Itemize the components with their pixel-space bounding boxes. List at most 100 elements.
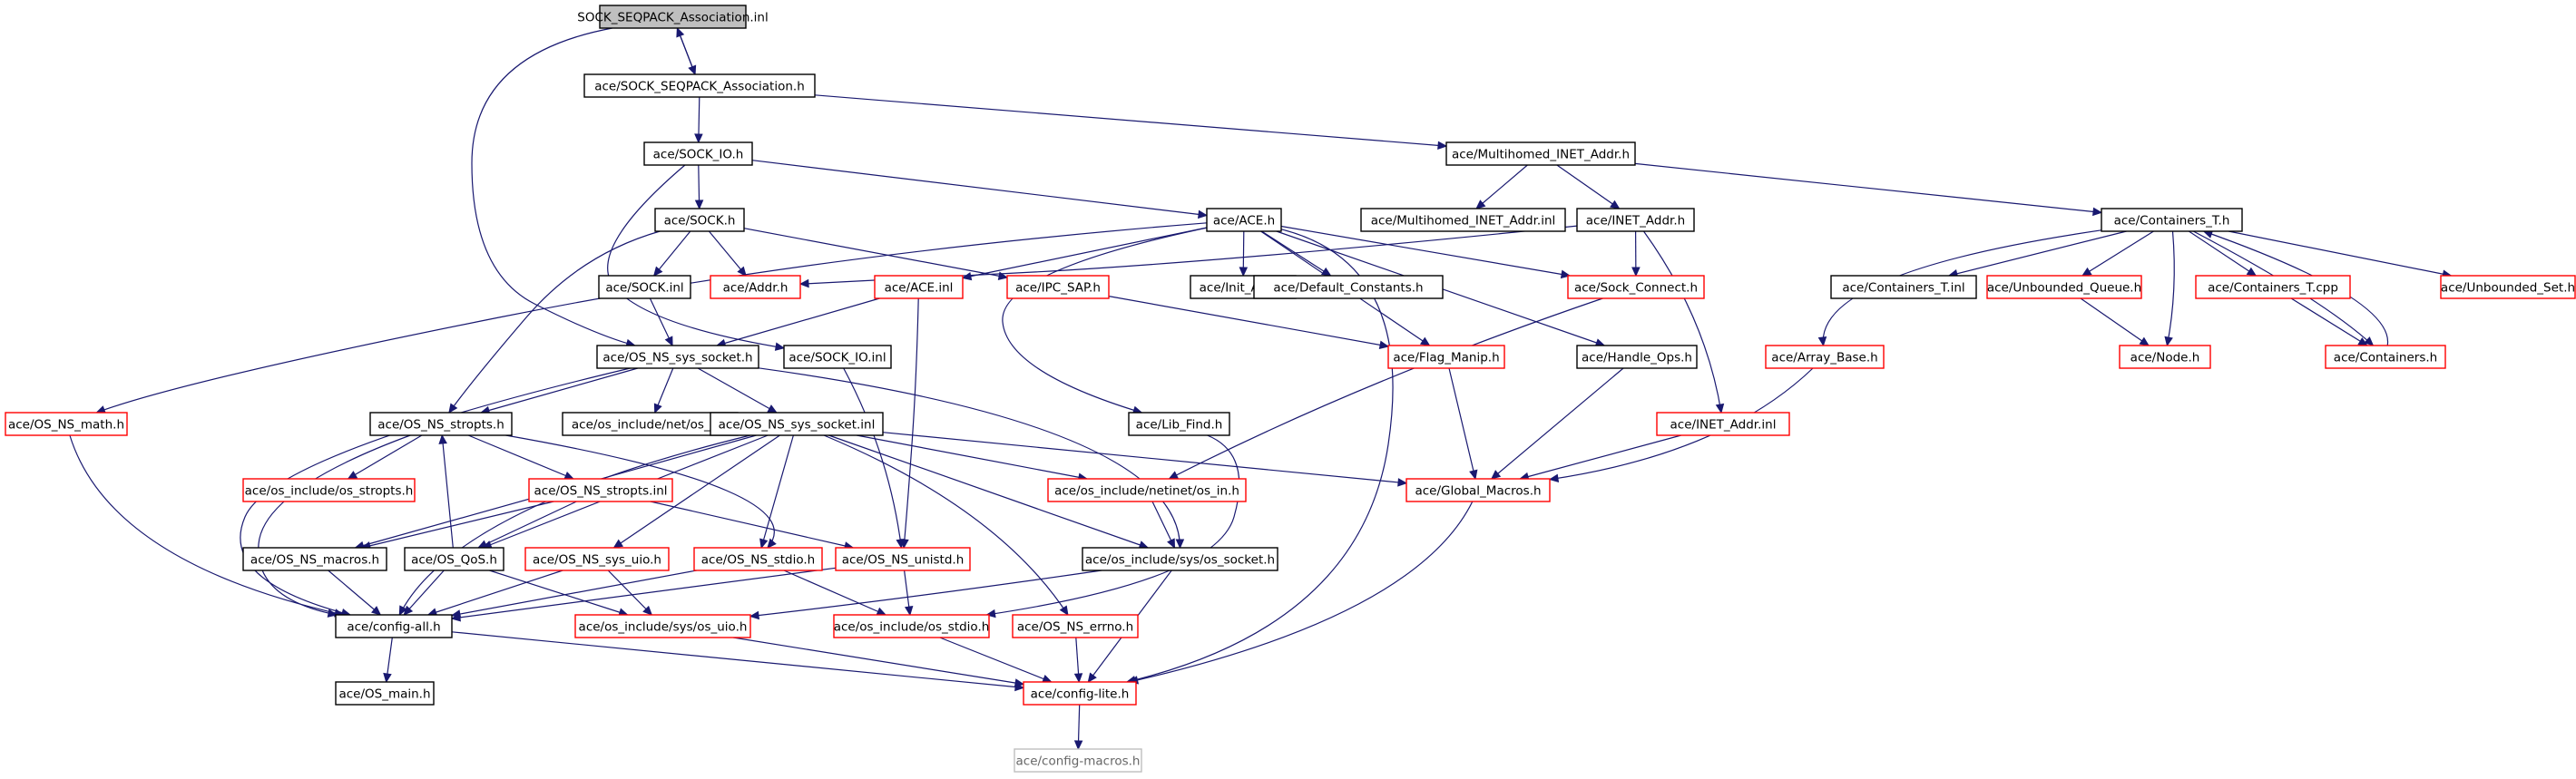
node-mh-inet-h[interactable]: ace/Multihomed_INET_Addr.h — [1445, 141, 1636, 166]
node-global-macros-h[interactable]: ace/Global_Macros.h — [1406, 478, 1551, 502]
node-node-h[interactable]: ace/Node.h — [2119, 345, 2211, 369]
node-box[interactable] — [369, 412, 513, 436]
node-os-ns-sys-uio-h[interactable]: ace/OS_NS_sys_uio.h — [524, 547, 670, 571]
edge-os_ns_stdio_h-to-os_stdio_h — [783, 570, 886, 616]
node-box[interactable] — [1445, 141, 1636, 166]
node-os-in-h[interactable]: ace/os_include/netinet/os_in.h — [1047, 478, 1247, 502]
node-inet-h[interactable]: ace/INET_Addr.h — [1576, 208, 1695, 232]
node-inet-addr-inl[interactable]: ace/INET_Addr.inl — [1656, 412, 1790, 436]
node-containers-t-inl[interactable]: ace/Containers_T.inl — [1830, 275, 1977, 299]
node-containers-h[interactable]: ace/Containers.h — [2325, 345, 2446, 369]
node-os-if-h[interactable]: ace/os_include/net/os_if.h — [562, 412, 739, 436]
node-sock-io-inl[interactable]: ace/SOCK_IO.inl — [783, 345, 892, 369]
node-box[interactable] — [1576, 208, 1695, 232]
node-os-ns-math-h[interactable]: ace/OS_NS_math.h — [5, 412, 128, 436]
node-containers-t-cpp[interactable]: ace/Containers_T.cpp — [2195, 275, 2351, 299]
node-ipc-sap-h[interactable]: ace/IPC_SAP.h — [1006, 275, 1110, 299]
node-box[interactable] — [574, 614, 751, 638]
node-box[interactable] — [1206, 208, 1282, 232]
node-os-ns-stdio-h[interactable]: ace/OS_NS_stdio.h — [693, 547, 823, 571]
node-box[interactable] — [874, 275, 964, 299]
node-os-main-h[interactable]: ace/OS_main.h — [335, 681, 435, 706]
node-box[interactable] — [1567, 275, 1705, 299]
node-box[interactable] — [1128, 412, 1230, 436]
node-box[interactable] — [335, 681, 435, 706]
node-box[interactable] — [1360, 208, 1566, 232]
node-box[interactable] — [2440, 275, 2576, 299]
node-os-uio-h[interactable]: ace/os_include/sys/os_uio.h — [574, 614, 751, 638]
node-box[interactable] — [643, 141, 753, 166]
node-handle-ops-h[interactable]: ace/Handle_Ops.h — [1576, 345, 1698, 369]
node-box[interactable] — [1830, 275, 1977, 299]
node-containers-t-h[interactable]: ace/Containers_T.h — [2101, 208, 2243, 232]
node-box[interactable] — [1576, 345, 1698, 369]
node-os-ns-macros-h[interactable]: ace/OS_NS_macros.h — [242, 547, 387, 571]
node-box[interactable] — [1406, 478, 1551, 502]
node-config-macros-h[interactable]: ace/config-macros.h — [1014, 748, 1142, 773]
node-os-socket-h[interactable]: ace/os_include/sys/os_socket.h — [1082, 547, 1278, 571]
node-sock-inl[interactable]: ace/SOCK.inl — [598, 275, 691, 299]
node-box[interactable] — [2195, 275, 2351, 299]
node-box[interactable] — [583, 73, 816, 98]
node-box[interactable] — [710, 275, 801, 299]
node-box[interactable] — [2119, 345, 2211, 369]
node-assoc-h[interactable]: ace/SOCK_SEQPACK_Association.h — [583, 73, 816, 98]
node-box[interactable] — [1023, 681, 1137, 706]
node-os-ns-unistd-h[interactable]: ace/OS_NS_unistd.h — [835, 547, 971, 571]
node-unbounded-queue-h[interactable]: ace/Unbounded_Queue.h — [1986, 275, 2142, 299]
node-box[interactable] — [710, 412, 884, 436]
node-root[interactable]: SOCK_SEQPACK_Association.inl — [577, 5, 769, 29]
node-box[interactable] — [693, 547, 823, 571]
node-box[interactable] — [1047, 478, 1247, 502]
node-box[interactable] — [1656, 412, 1790, 436]
node-box[interactable] — [1014, 748, 1142, 773]
node-box[interactable] — [2101, 208, 2243, 232]
node-box[interactable] — [596, 345, 759, 369]
node-sock-io-h[interactable]: ace/SOCK_IO.h — [643, 141, 753, 166]
node-box[interactable] — [1006, 275, 1110, 299]
node-os-ns-stropts-h[interactable]: ace/OS_NS_stropts.h — [369, 412, 513, 436]
node-box[interactable] — [1765, 345, 1885, 369]
node-box[interactable] — [1253, 275, 1444, 299]
node-box[interactable] — [833, 614, 990, 638]
node-box[interactable] — [598, 275, 691, 299]
node-box[interactable] — [599, 5, 747, 29]
node-box[interactable] — [524, 547, 670, 571]
node-box[interactable] — [242, 478, 416, 502]
node-config-lite-h[interactable]: ace/config-lite.h — [1023, 681, 1137, 706]
arrowhead-config_all_h-to-os_main_h — [383, 672, 392, 684]
node-flag-manip-h[interactable]: ace/Flag_Manip.h — [1387, 345, 1505, 369]
node-os-ns-stropts-inl[interactable]: ace/OS_NS_stropts.inl — [528, 478, 673, 502]
node-box[interactable] — [2325, 345, 2446, 369]
node-ace-h[interactable]: ace/ACE.h — [1206, 208, 1282, 232]
node-array-base-h[interactable]: ace/Array_Base.h — [1765, 345, 1885, 369]
node-sock-connect-h[interactable]: ace/Sock_Connect.h — [1567, 275, 1705, 299]
node-box[interactable] — [242, 547, 387, 571]
node-sock-h[interactable]: ace/SOCK.h — [654, 208, 745, 232]
node-box[interactable] — [654, 208, 745, 232]
node-box[interactable] — [335, 614, 453, 638]
node-box[interactable] — [404, 547, 504, 571]
node-os-stdio-h[interactable]: ace/os_include/os_stdio.h — [833, 614, 990, 638]
node-config-all-h[interactable]: ace/config-all.h — [335, 614, 453, 638]
node-os-ns-sys-socket-inl[interactable]: ace/OS_NS_sys_socket.inl — [710, 412, 884, 436]
node-os-qos-h[interactable]: ace/OS_QoS.h — [404, 547, 504, 571]
node-os-ns-errno-h[interactable]: ace/OS_NS_errno.h — [1012, 614, 1139, 638]
node-box[interactable] — [1387, 345, 1505, 369]
node-ace-inl[interactable]: ace/ACE.inl — [874, 275, 964, 299]
node-os-stropts-h[interactable]: ace/os_include/os_stropts.h — [242, 478, 416, 502]
node-addr-h[interactable]: ace/Addr.h — [710, 275, 801, 299]
node-box[interactable] — [5, 412, 128, 436]
node-mh-inet-inl[interactable]: ace/Multihomed_INET_Addr.inl — [1360, 208, 1566, 232]
node-unbounded-set-h[interactable]: ace/Unbounded_Set.h — [2440, 275, 2576, 299]
node-box[interactable] — [1082, 547, 1278, 571]
node-lib-find-h[interactable]: ace/Lib_Find.h — [1128, 412, 1230, 436]
node-box[interactable] — [1986, 275, 2142, 299]
node-box[interactable] — [1012, 614, 1139, 638]
node-default-constants-h[interactable]: ace/Default_Constants.h — [1253, 275, 1444, 299]
node-box[interactable] — [835, 547, 971, 571]
node-box[interactable] — [562, 412, 739, 436]
node-box[interactable] — [528, 478, 673, 502]
node-os-ns-sys-socket-h[interactable]: ace/OS_NS_sys_socket.h — [596, 345, 759, 369]
node-box[interactable] — [783, 345, 892, 369]
